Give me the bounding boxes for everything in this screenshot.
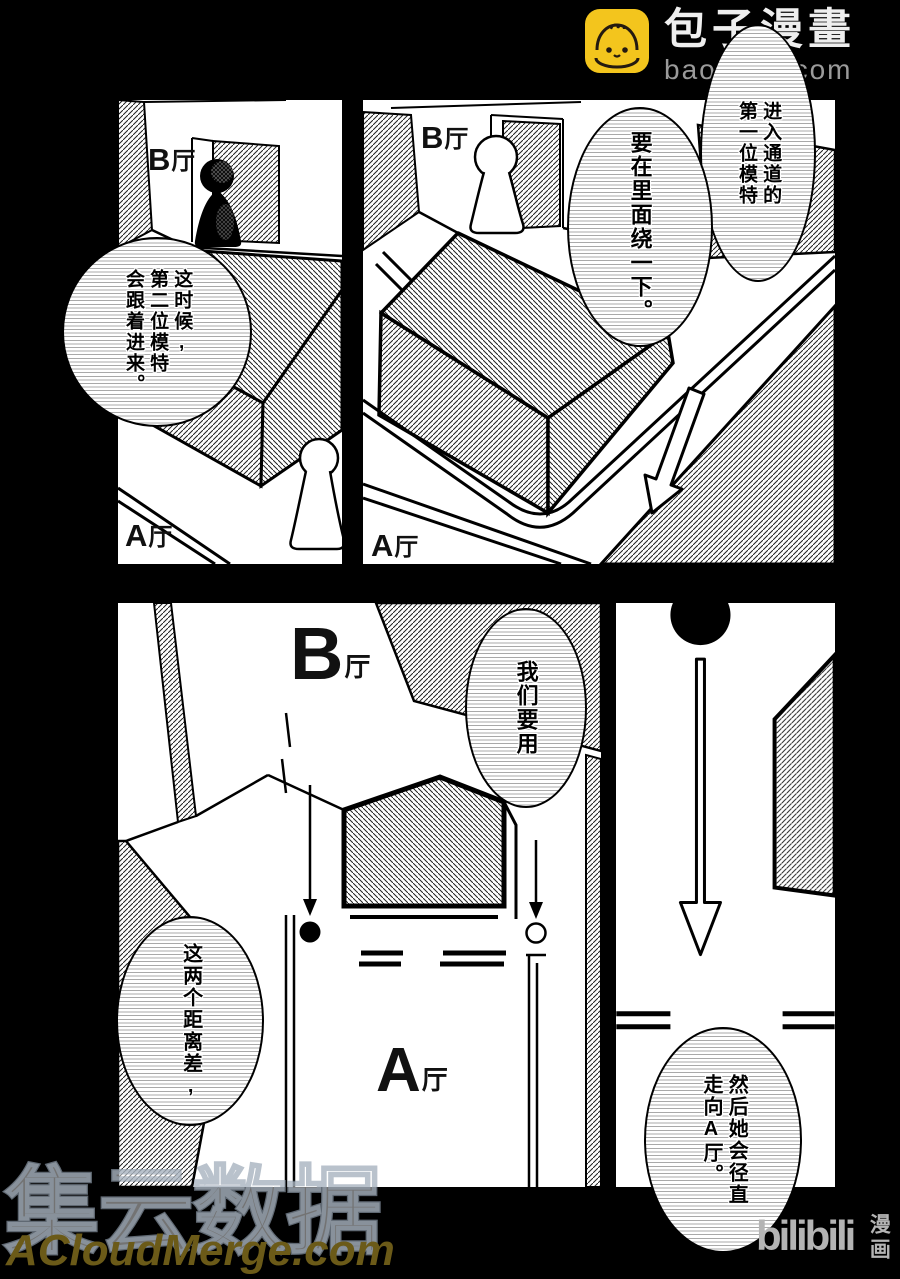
bilibili-watermark: bilibili 漫画	[756, 1212, 893, 1263]
bilibili-manhua-text: 漫画	[867, 1213, 891, 1263]
corridor-lines	[118, 486, 231, 564]
path-border-inner2	[363, 268, 835, 529]
baozi-bun-icon	[585, 9, 649, 73]
white-pawn-model	[469, 134, 525, 235]
hall-a-left-wall	[284, 915, 296, 1187]
right-wall-block	[772, 651, 835, 898]
path-border-inner	[363, 254, 835, 516]
hall-a-right-wall	[526, 953, 546, 1187]
speech-bubble-loop-inside: 要在里面绕一下。	[567, 107, 713, 347]
baozi-watermark: 包子漫畫 baozimh.com	[584, 7, 856, 86]
model1-dot	[299, 921, 321, 943]
doorway-lines	[616, 1011, 835, 1030]
bilibili-logo: bilibili	[756, 1212, 856, 1259]
route-arrow	[643, 386, 706, 515]
speech-bubble-first-model: 进入通道的 第一位模特	[700, 24, 816, 282]
box-plan	[341, 774, 507, 909]
left-wall-strip	[152, 603, 198, 824]
box-right-face	[259, 287, 342, 489]
acloudmerge-watermark: ACloudMerge.com	[6, 1226, 395, 1275]
model1-dot	[670, 603, 731, 646]
door-dashes	[280, 712, 292, 794]
speech-bubble-second-model: 这时候, 第二位模特 会跟着进来。	[62, 237, 252, 427]
left-wall	[118, 100, 154, 250]
walk-arrow	[678, 657, 722, 957]
black-pawn-model	[194, 159, 242, 247]
arrow-model1	[299, 785, 321, 943]
speech-bubble-walk-to-a: 然后她会径直 走向A厅。	[644, 1027, 802, 1253]
model2-dot	[525, 922, 547, 944]
jiyun-watermark: 集云数据	[3, 1158, 384, 1268]
right-wall-strip	[585, 753, 601, 1187]
hall-a-door-dashes	[359, 950, 506, 967]
corridor-art	[616, 603, 835, 1030]
room-art-top-right	[363, 101, 835, 564]
white-pawn-model	[289, 437, 342, 551]
box-right-face	[546, 329, 675, 518]
speech-bubble-we-use: 我们要用	[465, 608, 587, 808]
speech-bubble-distance-gap: 这两个距离差,	[116, 916, 264, 1126]
left-wall	[363, 110, 421, 252]
corridor-lines	[363, 482, 592, 564]
arrow-model2	[525, 840, 547, 944]
